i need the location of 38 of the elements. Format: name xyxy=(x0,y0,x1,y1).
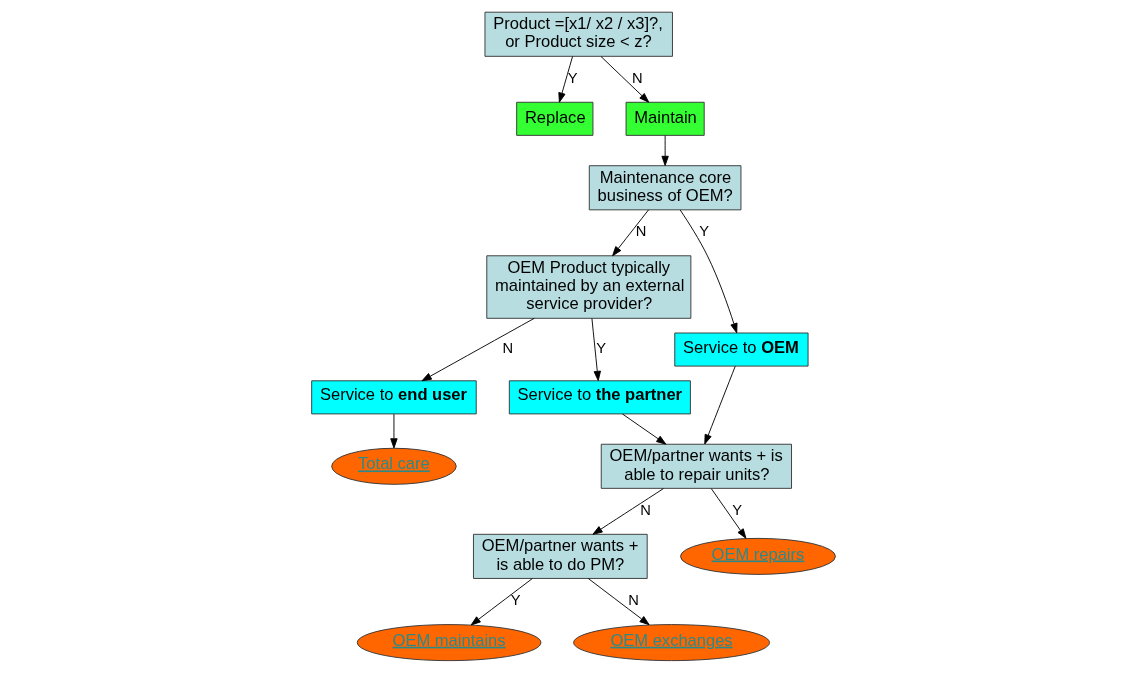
node-box: OEM/partner wants + is able to do PM? xyxy=(472,533,648,579)
arrow xyxy=(470,578,533,626)
arrow xyxy=(557,56,573,103)
node-box: Product =[x1/ x2 / x3]?, or Product size < z? xyxy=(484,11,673,57)
arrow xyxy=(703,365,736,445)
node-box: Maintain xyxy=(625,101,705,136)
edge-label: N xyxy=(631,69,643,86)
arrow xyxy=(621,413,666,445)
node-box: Service to OEM xyxy=(673,332,809,367)
edge-label: N xyxy=(627,591,639,608)
node-box: Service to end user xyxy=(310,380,477,415)
edge-label: N xyxy=(635,223,646,240)
node-ellipse: Total care xyxy=(330,447,457,485)
edge-label: Y xyxy=(567,69,577,86)
edge-label: Y xyxy=(731,501,742,518)
node-ellipse: OEM maintains xyxy=(356,624,541,662)
arrow xyxy=(710,488,746,539)
edge-label: Y xyxy=(510,591,520,608)
edge-label: N xyxy=(501,340,513,357)
node-box: OEM/partner wants + is able to repair units? xyxy=(600,443,792,489)
arrow xyxy=(660,135,669,166)
node-box: Service to the partner xyxy=(508,380,691,415)
arrow xyxy=(592,488,664,535)
arrow xyxy=(421,317,535,382)
edge-label: N xyxy=(639,501,651,518)
node-box: Maintenance core business of OEM? xyxy=(588,165,741,211)
node-ellipse: OEM exchanges xyxy=(572,624,770,662)
arrow xyxy=(600,56,649,103)
arrow xyxy=(590,318,601,381)
node-ellipse: OEM repairs xyxy=(679,537,836,575)
node-box: Replace xyxy=(515,101,593,136)
arrow xyxy=(611,209,649,257)
arrow xyxy=(587,578,650,626)
arrow xyxy=(389,413,398,449)
edge-label: Y xyxy=(595,340,606,357)
node-box: OEM Product typically maintained by an external service provider? xyxy=(485,255,691,319)
arrow xyxy=(679,209,737,334)
edge-label: Y xyxy=(698,223,709,240)
